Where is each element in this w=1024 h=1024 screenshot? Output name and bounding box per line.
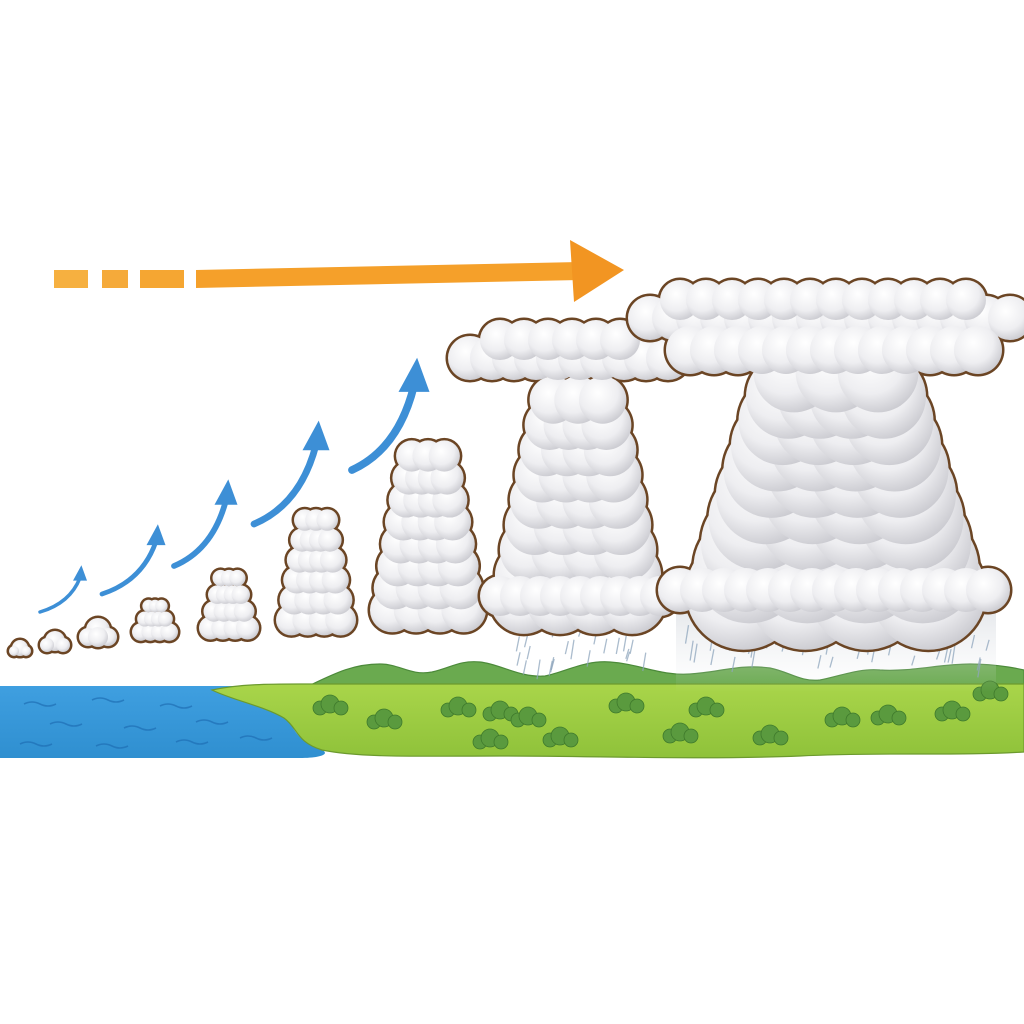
arrow-up-curved-icon — [250, 420, 330, 528]
cumulus-cloud-icon — [37, 628, 73, 655]
cumulus-cloud-icon — [445, 317, 693, 637]
bush — [752, 724, 789, 746]
bush — [870, 704, 907, 726]
cumulus-cloud-icon — [625, 277, 1024, 653]
cumulus-cloud-icon — [6, 637, 34, 659]
cumulus-cloud-icon — [367, 437, 489, 635]
bush — [472, 728, 509, 750]
direction-arrow-dash — [140, 270, 184, 288]
bush — [312, 694, 349, 716]
bush — [510, 706, 547, 728]
direction-arrow-dash — [54, 270, 88, 288]
direction-arrow-dash — [102, 270, 128, 288]
cumulus-cloud-icon — [129, 597, 181, 644]
bush — [482, 700, 519, 722]
cumulus-cloud-icon — [76, 615, 120, 650]
arrow-up-curved-icon — [99, 524, 166, 597]
bush — [440, 696, 477, 718]
bush — [688, 696, 725, 718]
bush — [608, 692, 645, 714]
arrow-up-curved-icon — [348, 357, 430, 474]
bush — [542, 726, 579, 748]
cumulus-cloud-icon — [273, 506, 359, 638]
sea-waves — [19, 697, 273, 749]
bush — [824, 706, 861, 728]
direction-arrow-shaft — [196, 262, 580, 288]
arrow-right-icon — [54, 240, 624, 302]
cloud-stages — [6, 277, 1024, 659]
cumulus-cloud-icon — [196, 567, 262, 643]
updraft-arrows — [38, 357, 430, 614]
arrow-up-curved-icon — [38, 565, 87, 614]
arrow-up-curved-icon — [171, 479, 238, 569]
bush — [662, 722, 699, 744]
direction-arrow-head — [570, 240, 624, 302]
sea — [0, 686, 325, 758]
bush — [934, 700, 971, 722]
bush — [366, 708, 403, 730]
